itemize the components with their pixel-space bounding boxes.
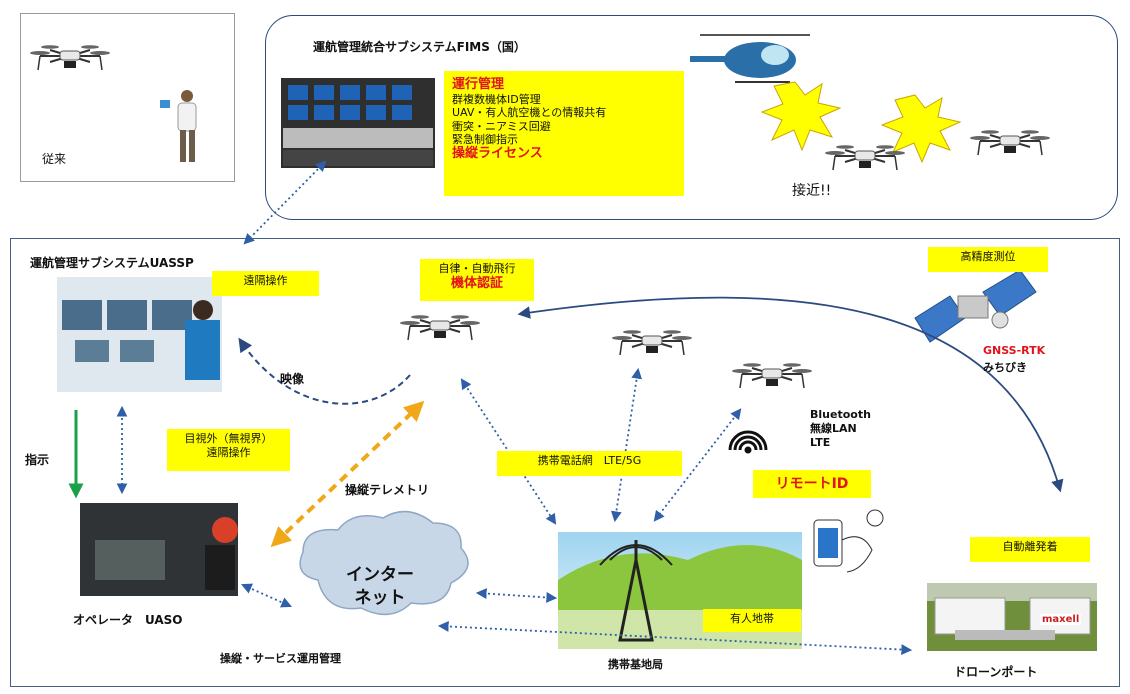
base-station-label: 携帯基地局 — [608, 658, 663, 671]
wireless-list: Bluetooth 無線LAN LTE — [810, 408, 871, 449]
cellular-drone-icon — [611, 329, 693, 356]
instruction-label: 指示 — [25, 453, 50, 467]
operations-item: 緊急制御指示 — [452, 133, 518, 147]
approach-drone-icon — [824, 144, 906, 171]
inhabited-area-label: 有人地帯 — [703, 609, 801, 632]
cellular-network-label: 携帯電話網 LTE/5G — [497, 451, 682, 476]
internet-port-link-arrow — [437, 621, 913, 655]
bvlos-remote-label: 遠隔操作 — [206, 445, 251, 459]
drone-station-link-arrow — [653, 408, 742, 522]
bluetooth-drone-icon — [731, 362, 813, 389]
bvlos-box: 目視外（無視界） 遠隔操作 — [167, 429, 290, 471]
internet-label: インター — [346, 565, 414, 585]
auto-takeoff-landing-label: 自動離発着 — [970, 537, 1090, 562]
autonomous-flight-box: 自律・自動飛行 機体認証 — [420, 259, 534, 301]
fims-title: 運航管理統合サブシステムFIMS（国） — [313, 40, 526, 54]
uassp-title: 運航管理サブシステムUASSP — [30, 256, 194, 270]
service-operation-label: 操縦・サービス運用管理 — [220, 652, 341, 665]
wireless-item: LTE — [810, 435, 831, 449]
gnss-rtk-label: GNSS-RTK — [983, 344, 1046, 357]
gnss-precision-label: 高精度測位 — [928, 247, 1048, 272]
remote-id-label: リモートID — [753, 470, 871, 498]
wireless-item: Bluetooth — [810, 408, 871, 421]
autonomous-drone-icon — [399, 314, 481, 341]
base-station-photo — [558, 532, 802, 649]
collision-burst-icon — [880, 94, 962, 164]
internet-label-box: インター ネット — [325, 564, 435, 610]
telemetry-label: 操縦テレメトリ — [345, 483, 430, 497]
operator-label: オペレータ UASO — [73, 613, 183, 627]
helicopter-icon — [690, 34, 810, 83]
legacy-label: 従来 — [42, 152, 67, 166]
airframe-certification-label: 機体認証 — [450, 275, 503, 291]
approach-label: 接近!! — [792, 183, 832, 199]
internet-label: ネット — [354, 587, 406, 608]
operations-item: 衝突・ニアミス回避 — [452, 119, 551, 133]
operator-internet-link-arrow — [241, 583, 292, 608]
wireless-signal-icon — [728, 430, 768, 454]
telemetry-arrow — [270, 400, 425, 548]
video-label: 映像 — [280, 372, 305, 386]
maxell-logo: maxell — [1040, 614, 1082, 625]
license-label: 操縦ライセンス — [452, 146, 543, 162]
smartphone-icon — [813, 509, 884, 573]
autonomous-flight-label: 自律・自動飛行 — [438, 262, 516, 275]
operations-item: 群複数機体ID管理 — [452, 92, 541, 106]
michibiki-label: みちびき — [983, 361, 1027, 374]
remote-operation-label: 遠隔操作 — [212, 271, 319, 296]
control-room-photo — [57, 277, 222, 392]
operations-item: UAV・有人航空機との情報共有 — [452, 106, 607, 120]
internet-station-link-arrow — [475, 588, 558, 603]
wireless-item: 無線LAN — [810, 421, 857, 435]
fims-uassp-link-arrow — [243, 160, 327, 245]
port-to-drone-arrow — [517, 296, 1064, 493]
operator-photo — [80, 503, 238, 596]
server-rack-icon — [281, 78, 435, 168]
satellite-icon — [914, 269, 1037, 343]
pilot-icon — [160, 90, 197, 162]
drone-port-label: ドローンポート — [954, 665, 1038, 679]
operations-management-box: 運行管理 群複数機体ID管理 UAV・有人航空機との情報共有 衝突・ニアミス回避… — [444, 71, 684, 196]
collision-burst-icon — [760, 81, 842, 152]
legacy-drone-icon — [29, 44, 111, 71]
operations-title: 運行管理 — [452, 77, 505, 92]
video-link-arrow — [238, 337, 411, 405]
approach-drone-icon — [969, 129, 1051, 156]
legacy-panel — [20, 13, 235, 182]
bvlos-label: 目視外（無視界） — [184, 432, 273, 445]
drone-station-link-arrow — [610, 367, 643, 523]
